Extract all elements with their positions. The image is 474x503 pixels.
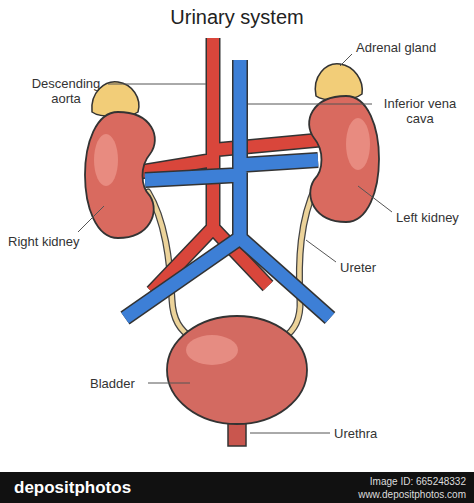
part-label: Adrenal gland (356, 40, 436, 55)
leader-lines (78, 54, 392, 433)
veins (125, 60, 330, 318)
watermark-logo: depositphotos (14, 478, 131, 498)
part-label: Urethra (334, 426, 377, 441)
diagram-title: Urinary system (0, 6, 474, 29)
left-adrenal (315, 64, 362, 100)
part-label: Bladder (90, 376, 135, 391)
part-label: Left kidney (396, 210, 459, 225)
right-kidney (85, 112, 155, 238)
bladder-shape (167, 316, 307, 424)
part-label: Inferior vena cava (376, 96, 464, 126)
kidney-highlight (346, 118, 370, 170)
part-label: Right kidney (8, 234, 80, 249)
watermark-url: www.depositphotos.com (300, 488, 466, 501)
bladder-highlight (186, 335, 238, 365)
footer-bar (0, 472, 474, 503)
left-kidney (309, 96, 379, 222)
part-label: Descending aorta (28, 76, 104, 106)
kidney-highlight (94, 134, 118, 186)
image-id: Image ID: 665248332 (300, 475, 466, 488)
part-label: Ureter (340, 260, 376, 275)
